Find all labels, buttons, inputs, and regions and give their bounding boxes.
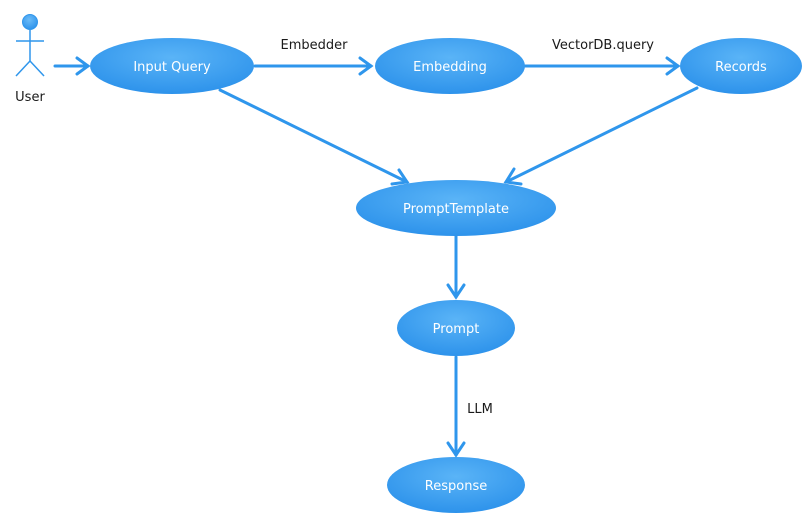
edge-input-query-to-prompt-template	[218, 88, 410, 186]
edge-prompt-to-response	[446, 355, 466, 458]
edge-prompt-template-to-prompt	[446, 234, 466, 300]
node-input-query[interactable]: Input Query	[90, 38, 254, 94]
node-records[interactable]: Records	[680, 38, 802, 94]
edge-records-to-prompt-template	[503, 86, 699, 186]
edges	[53, 56, 699, 458]
node-embedding[interactable]: Embedding	[375, 38, 525, 94]
stick-figure-icon	[15, 14, 45, 77]
edge-input-query-to-embedding	[253, 56, 374, 76]
node-label-response: Response	[425, 479, 487, 494]
node-label-input-query: Input Query	[133, 60, 211, 75]
edge-label-vectordb-query: VectorDB.query	[552, 38, 654, 53]
edge-user-to-input-query	[53, 56, 91, 76]
node-label-records: Records	[715, 60, 767, 75]
actor-user[interactable]: User	[15, 14, 45, 106]
node-label-embedding: Embedding	[413, 60, 487, 75]
node-response[interactable]: Response	[387, 457, 525, 513]
edge-label-embedder: Embedder	[281, 38, 349, 53]
actor-label: User	[15, 90, 45, 105]
node-prompt[interactable]: Prompt	[397, 300, 515, 356]
node-label-prompt-template: PromptTemplate	[403, 202, 509, 217]
node-label-prompt: Prompt	[433, 322, 480, 337]
node-prompt-template[interactable]: PromptTemplate	[356, 180, 556, 236]
edge-label-llm: LLM	[467, 402, 493, 417]
edge-embedding-to-records	[523, 56, 681, 76]
